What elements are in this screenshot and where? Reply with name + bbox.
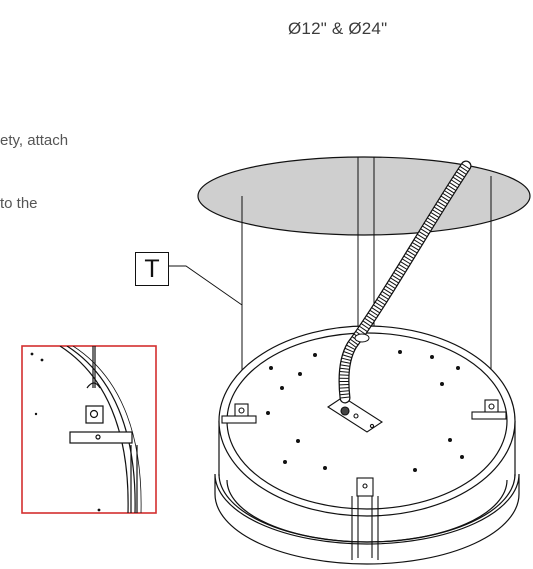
- detail-inset: [21, 345, 157, 514]
- side-bracket-right: [471, 399, 507, 420]
- flexible-conduit-icon: [338, 160, 472, 404]
- instruction-line-1: ety, attach: [0, 132, 69, 149]
- size-title: Ø12" & Ø24": [288, 19, 388, 38]
- ceiling-disc-icon: [197, 156, 531, 236]
- conduit-entry: [354, 333, 370, 343]
- front-bracket: [351, 477, 379, 560]
- callout-label-t: T: [135, 252, 169, 286]
- instruction-line-2: to the: [0, 195, 38, 212]
- fixture-body-icon: [214, 325, 520, 565]
- junction-plate: [326, 396, 384, 433]
- callout-leader: [169, 265, 243, 306]
- side-bracket-left: [221, 403, 257, 424]
- instruction-text: ety, attach to the: [0, 88, 68, 235]
